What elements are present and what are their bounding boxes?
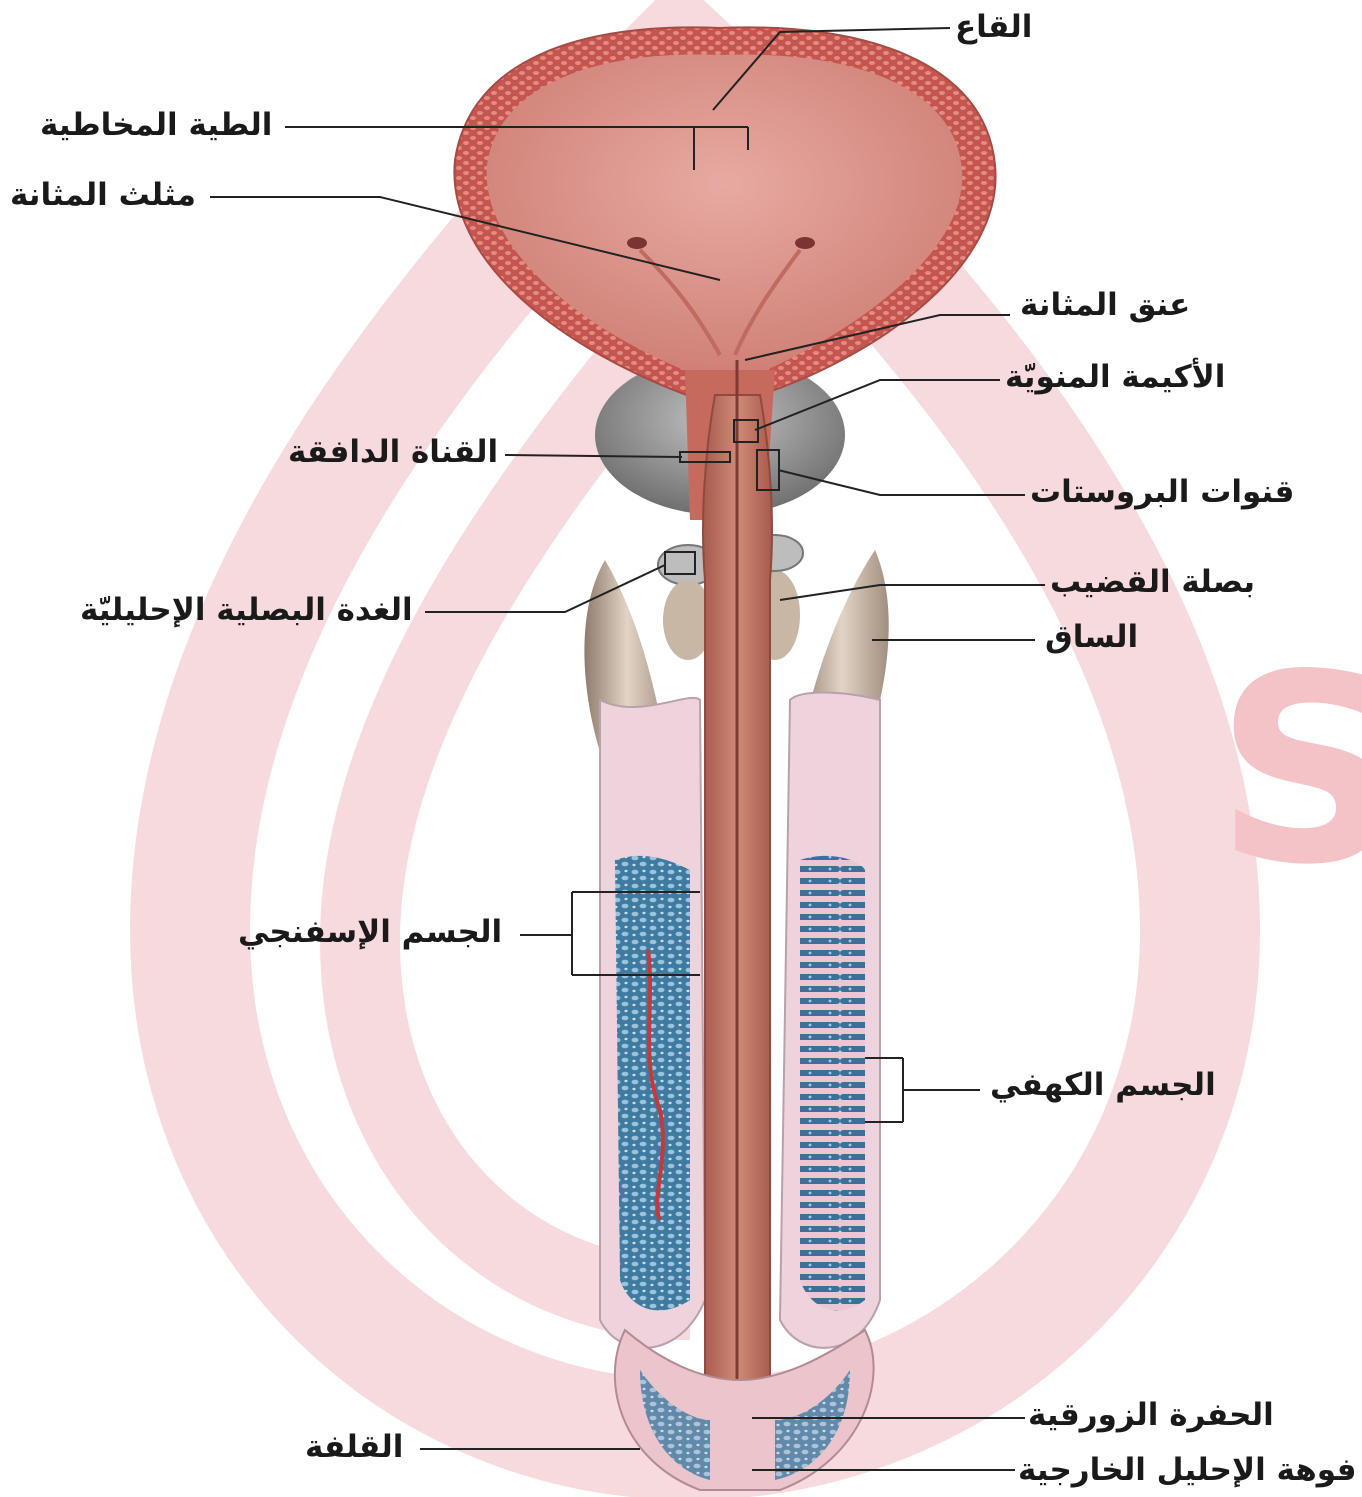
label-ejaculatory-duct: القناة الدافقة [288,437,498,468]
label-corpus-cavernosum: الجسم الكهفي [990,1070,1216,1101]
label-seminal-colliculus: الأكيمة المنويّة [1005,362,1225,393]
label-corpus-spongiosum: الجسم الإسفنجي [238,917,502,948]
label-bladder-neck: عنق المثانة [1020,290,1190,321]
label-crus: الساق [1045,622,1138,653]
label-navicular-fossa: الحفرة الزورقية [1028,1400,1274,1431]
corpus-cavernosum-tissue [800,856,865,1311]
label-bulb-of-penis: بصلة القضيب [1050,567,1255,598]
label-prepuce: القلفة [305,1432,403,1463]
label-prostatic-ducts: قنوات البروستات [1030,477,1294,508]
label-bulbourethral-gland: الغدة البصلية الإحليليّة [80,595,413,626]
label-mucosal-folds: الطية المخاطية [40,110,272,141]
label-fundus: القاع [955,12,1032,43]
label-external-urethral-orifice: فوهة الإحليل الخارجية [1018,1455,1357,1486]
watermark-s: S [1215,620,1362,922]
label-trigone: مثلث المثانة [10,180,196,211]
